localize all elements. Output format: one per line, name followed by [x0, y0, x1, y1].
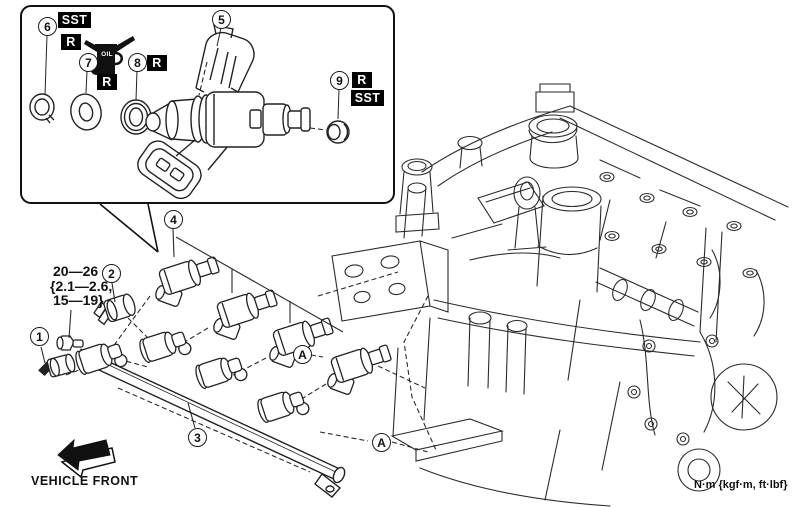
- callout-3: 3: [188, 428, 207, 447]
- torque-spec: 20—26 {2.1—2.6, 15—19}: [50, 264, 112, 308]
- sst-badge-part9: SST: [351, 90, 384, 106]
- r-badge-part8: R: [147, 55, 167, 71]
- inset-detail-parts: [29, 24, 350, 200]
- part-damper-2: [93, 293, 136, 326]
- rail-socket: [136, 325, 194, 369]
- torque-units-note: N·m {kgf·m, ft·lbf}: [694, 479, 788, 491]
- injector-assembly-inset: [137, 91, 311, 200]
- injector: [145, 252, 227, 314]
- callout-9: 9: [330, 71, 349, 90]
- injector: [317, 340, 399, 402]
- callout-a-lower: A: [372, 433, 391, 452]
- rail-socket: [192, 351, 250, 395]
- callout-a-upper: A: [293, 345, 312, 364]
- callout-6: 6: [38, 17, 57, 36]
- r-badge-part7: R: [97, 74, 117, 90]
- part-grommet-1: [38, 353, 76, 378]
- callout-8: 8: [128, 53, 147, 72]
- callout-4: 4: [164, 210, 183, 229]
- callout-5: 5: [212, 10, 231, 29]
- torque-spec-line3: 15—19}: [53, 292, 104, 308]
- torque-spec-line1: 20—26: [53, 263, 99, 279]
- rail-socket: [254, 385, 312, 429]
- callout-2: 2: [102, 264, 121, 283]
- callout-7: 7: [79, 53, 98, 72]
- callout-1: 1: [30, 327, 49, 346]
- r-badge-part6: R: [61, 34, 81, 50]
- mounting-bolt: [56, 335, 84, 351]
- vehicle-front-label: VEHICLE FRONT: [31, 474, 139, 488]
- engine-line-art: [331, 83, 789, 507]
- oil-can-label: OIL: [101, 51, 113, 58]
- injector: [203, 285, 285, 347]
- sst-badge-part6: SST: [58, 12, 91, 28]
- vehicle-front-arrow-icon: [57, 438, 116, 479]
- callout-leader-lines: [40, 227, 344, 429]
- r-badge-part9: R: [352, 72, 372, 88]
- torque-spec-line2: {2.1—2.6,: [50, 277, 113, 294]
